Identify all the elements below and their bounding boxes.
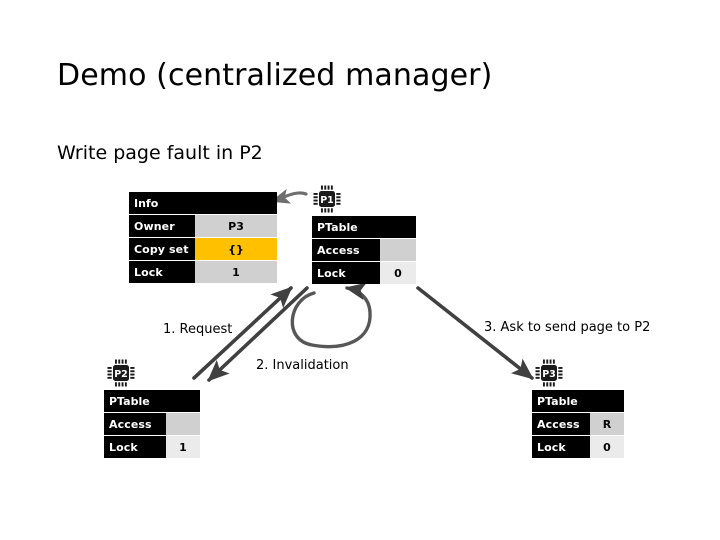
- manager-row-key: Owner: [129, 215, 195, 237]
- p1-ptable: PTable Access Lock 0: [312, 216, 416, 284]
- table-row: PTable: [104, 390, 200, 412]
- p2-row-value: [166, 413, 200, 435]
- table-row: Info: [129, 192, 277, 214]
- p3-row-value: 0: [590, 436, 624, 458]
- p1-row-key: Lock: [312, 262, 380, 284]
- manager-info-table: Info Owner P3 Copy set {} Lock 1: [129, 192, 277, 283]
- table-row: Access: [104, 413, 200, 435]
- table-row: Lock 1: [104, 436, 200, 458]
- p2-row-key: Access: [104, 413, 166, 435]
- p1-row-value: [380, 239, 416, 261]
- slide-subtitle: Write page fault in P2: [57, 142, 263, 164]
- chip-label-p3: P3: [542, 369, 556, 380]
- arrow-p1-to-manager: [270, 188, 308, 204]
- manager-row-value: 1: [195, 261, 277, 283]
- arrow-label-ask-send: 3. Ask to send page to P2: [484, 320, 651, 335]
- table-row: Access: [312, 239, 416, 261]
- p3-ptable: PTable Access R Lock 0: [532, 390, 624, 458]
- p3-row-key: Lock: [532, 436, 590, 458]
- manager-row-key: Copy set: [129, 238, 195, 260]
- p2-row-key: Lock: [104, 436, 166, 458]
- chip-label-p2: P2: [114, 369, 128, 380]
- arrow-label-invalidation: 2. Invalidation: [256, 358, 349, 373]
- table-row: Lock 0: [532, 436, 624, 458]
- manager-row-value: P3: [195, 215, 277, 237]
- table-row: Copy set {}: [129, 238, 277, 260]
- p1-table-header: PTable: [312, 216, 416, 238]
- chip-icon-p3: P3: [535, 359, 563, 387]
- arrow-self-loop: [290, 282, 372, 349]
- table-row: PTable: [532, 390, 624, 412]
- manager-row-value-highlighted: {}: [195, 238, 277, 260]
- p3-row-key: Access: [532, 413, 590, 435]
- chip-icon-p2: P2: [107, 359, 135, 387]
- table-row: PTable: [312, 216, 416, 238]
- table-row: Owner P3: [129, 215, 277, 237]
- chip-icon-p1: P1: [313, 185, 341, 213]
- manager-table-header: Info: [129, 192, 277, 214]
- manager-row-key: Lock: [129, 261, 195, 283]
- p2-ptable: PTable Access Lock 1: [104, 390, 200, 458]
- p1-row-key: Access: [312, 239, 380, 261]
- arrow-label-request: 1. Request: [163, 322, 233, 337]
- page-title: Demo (centralized manager): [57, 58, 493, 93]
- p2-table-header: PTable: [104, 390, 200, 412]
- p2-row-value: 1: [166, 436, 200, 458]
- p3-table-header: PTable: [532, 390, 624, 412]
- p1-row-value: 0: [380, 262, 416, 284]
- table-row: Access R: [532, 413, 624, 435]
- table-row: Lock 0: [312, 262, 416, 284]
- chip-label-p1: P1: [320, 195, 334, 206]
- p3-row-value: R: [590, 413, 624, 435]
- table-row: Lock 1: [129, 261, 277, 283]
